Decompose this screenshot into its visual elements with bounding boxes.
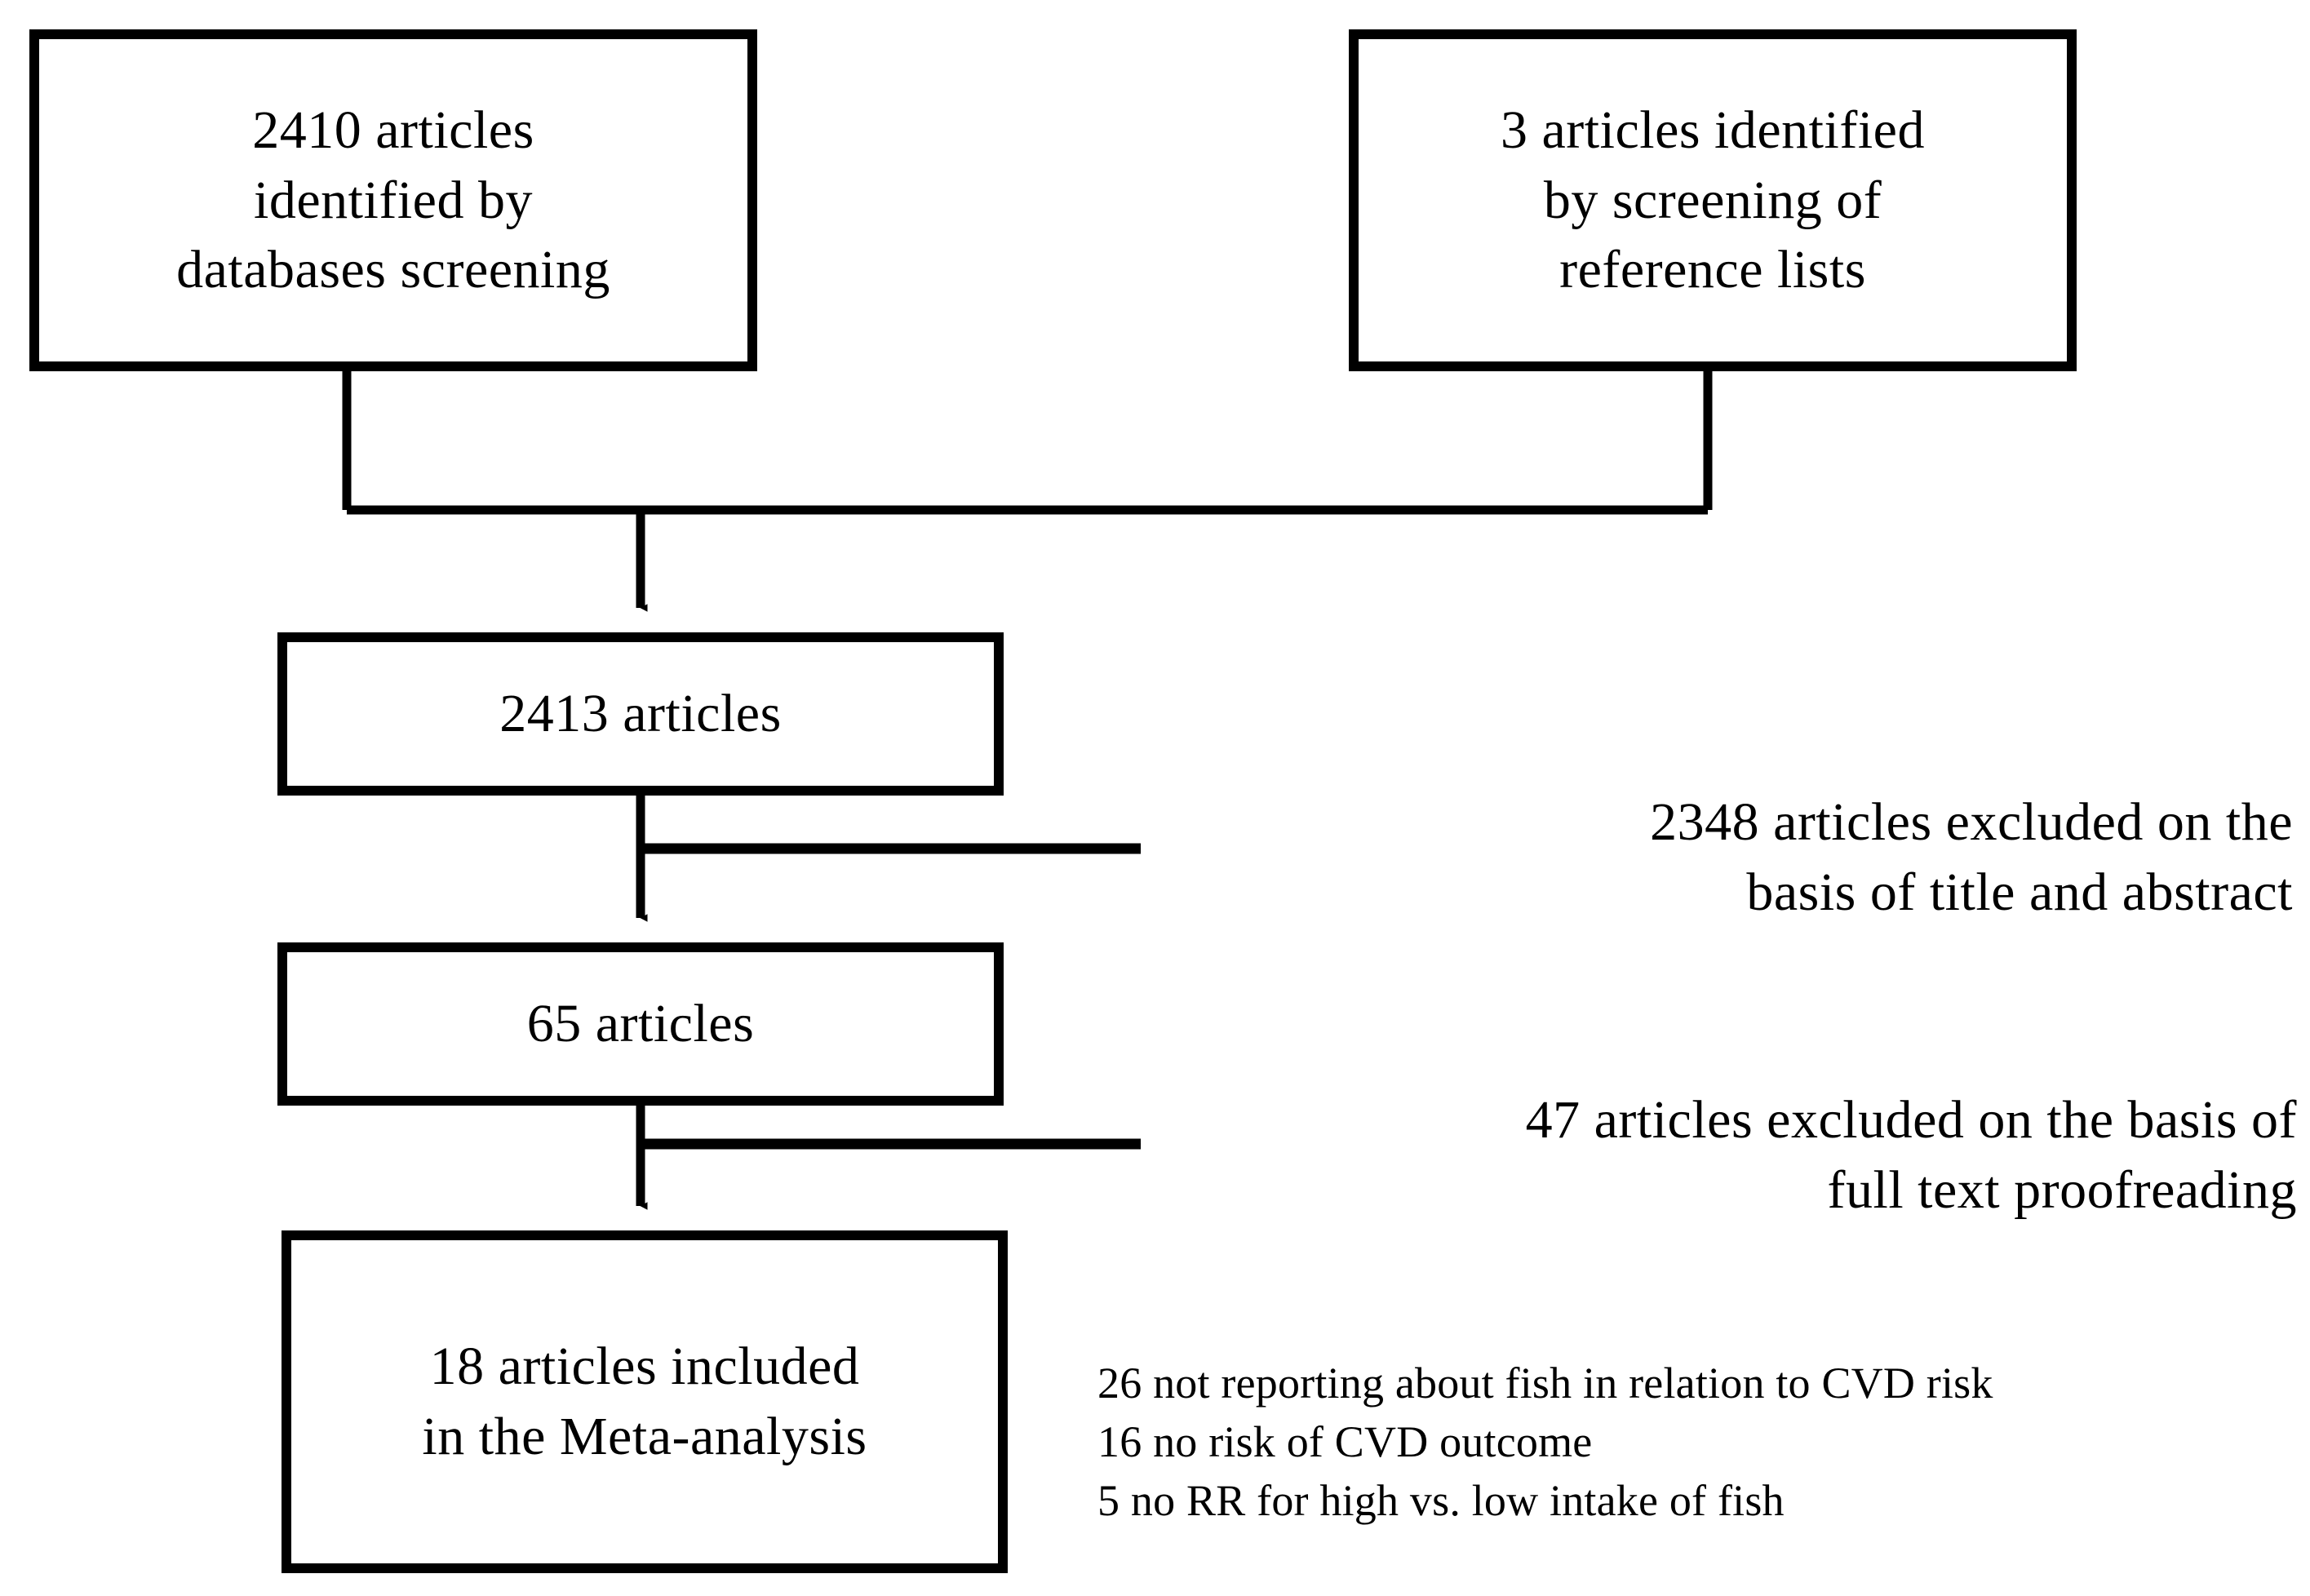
reason-item: 5 no RR for high vs. low intake of fish [1097,1475,1785,1525]
box-articles-identified-databases: 2410 articles identified by databases sc… [29,29,757,371]
box-total-articles: 2413 articles [277,632,1004,796]
box-sources-label: 2410 articles identified by databases sc… [176,100,610,300]
box-screened-articles: 65 articles [277,942,1004,1106]
reason-item: 26 not reporting about fish in relation … [1097,1359,1993,1408]
box-references-label: 3 articles identified by screening of re… [1501,100,1925,300]
exclusion-reason-list: 26 not reporting about fish in relation … [1097,1354,2297,1530]
box-included-label: 18 articles included in the Meta-analysi… [422,1337,867,1466]
reason-item: 16 no risk of CVD outcome [1097,1416,1593,1466]
box-articles-identified-references: 3 articles identified by screening of re… [1349,29,2077,371]
box-included-articles: 18 articles included in the Meta-analysi… [282,1230,1008,1573]
box-screened-label: 65 articles [526,994,755,1054]
box-total-label: 2413 articles [499,684,782,744]
merge-bus [342,371,1713,515]
note-excluded-title-abstract: 2348 articles excluded on the basis of t… [1650,792,2293,922]
note-excluded-full-text: 47 articles excluded on the basis of ful… [1525,1090,2297,1220]
